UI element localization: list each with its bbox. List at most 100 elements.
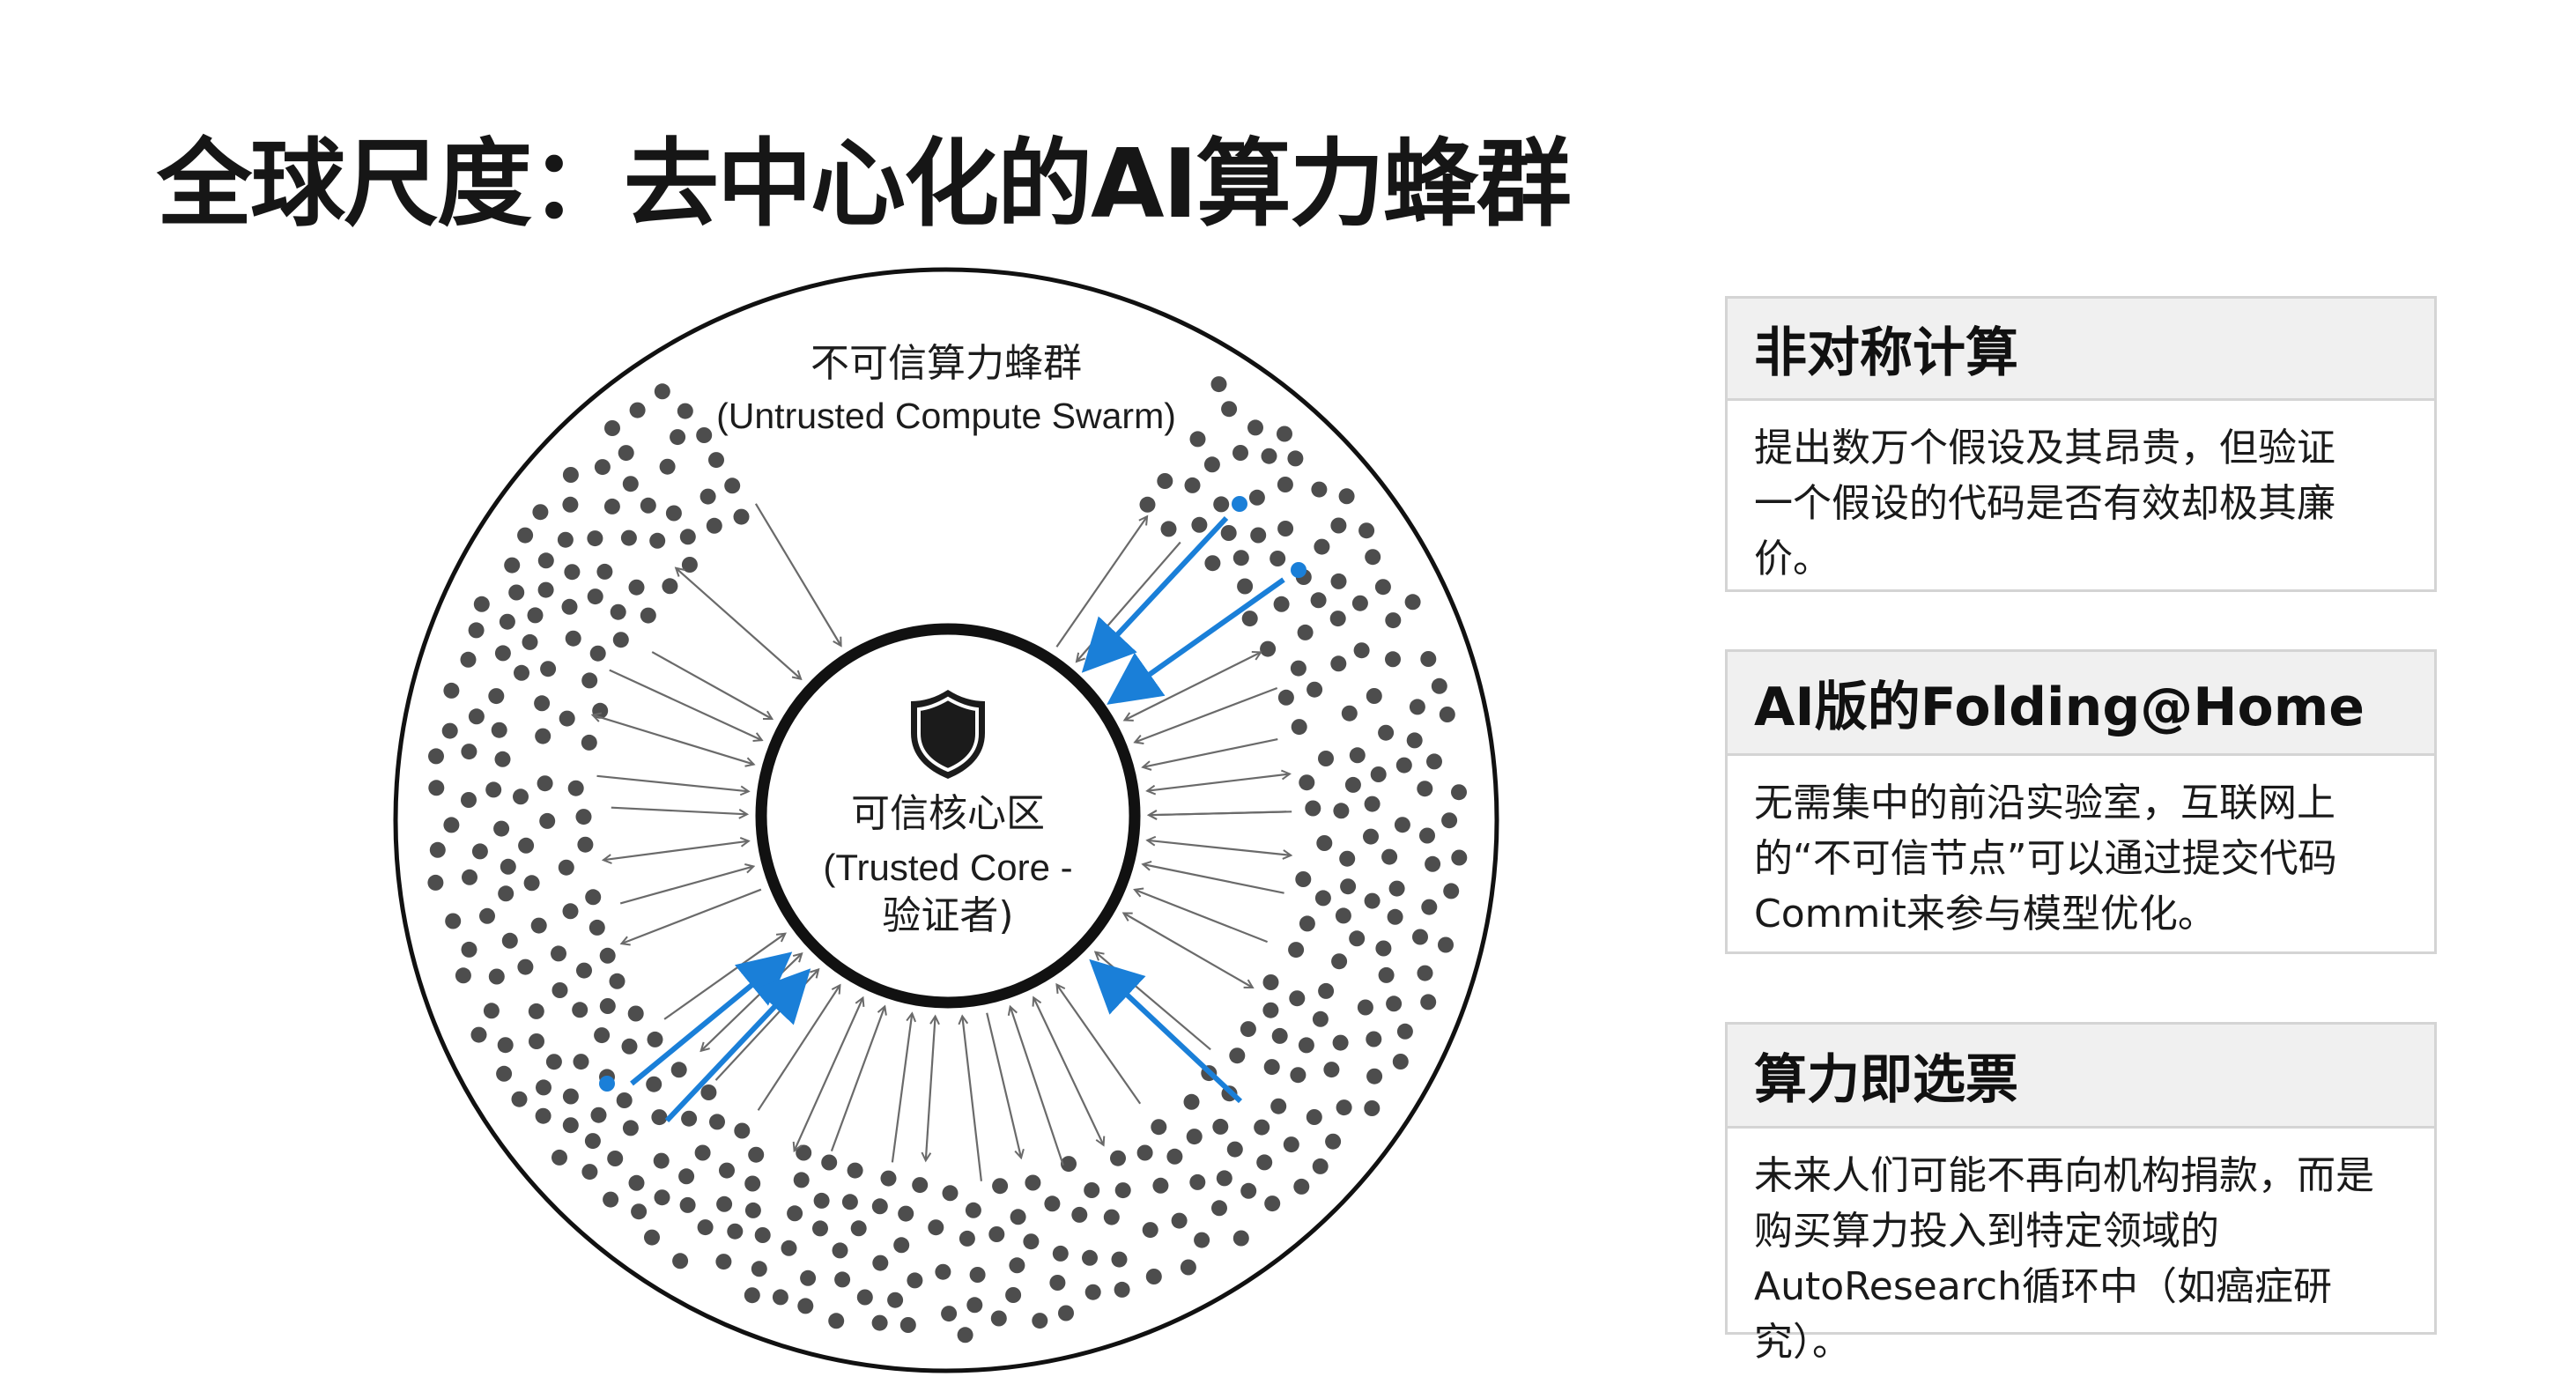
- swarm-node: [1151, 1119, 1167, 1136]
- swarm-node: [508, 584, 525, 601]
- swarm-node: [1183, 1093, 1200, 1110]
- swarm-node: [493, 820, 510, 837]
- swarm-node: [793, 1172, 810, 1188]
- swarm-node: [1431, 677, 1447, 694]
- swarm-node: [1366, 1068, 1383, 1084]
- swarm-node: [1381, 848, 1398, 865]
- swarm-node: [612, 632, 629, 648]
- swarm-node: [1262, 1002, 1279, 1018]
- swarm-node: [1451, 784, 1467, 801]
- swarm-node: [1335, 907, 1351, 924]
- swarm-node: [599, 998, 616, 1014]
- swarm-node: [1260, 640, 1277, 657]
- swarm-node: [564, 564, 581, 581]
- flow-arrow: [619, 866, 753, 905]
- swarm-node: [1114, 1281, 1130, 1298]
- swarm-node: [575, 809, 592, 825]
- swarm-node: [834, 1271, 851, 1288]
- swarm-node: [1145, 1269, 1162, 1284]
- swarm-node: [529, 1033, 544, 1049]
- swarm-node: [1378, 966, 1395, 983]
- swarm-node: [1295, 871, 1312, 887]
- swarm-node: [537, 581, 554, 598]
- swarm-label-zh: 不可信算力蜂群: [811, 341, 1082, 386]
- swarm-node: [1032, 1313, 1048, 1329]
- swarm-node: [589, 645, 606, 662]
- swarm-node: [647, 1031, 663, 1047]
- swarm-node: [1370, 766, 1387, 782]
- swarm-node: [1349, 747, 1366, 764]
- swarm-node: [1191, 516, 1208, 533]
- swarm-node: [1229, 1047, 1246, 1064]
- swarm-node: [1374, 579, 1391, 596]
- swarm-node: [1237, 578, 1254, 595]
- swarm-node: [610, 603, 626, 620]
- swarm-node: [1344, 776, 1361, 793]
- card-line: AutoResearch循环中（如癌症研究）。: [1754, 1264, 2332, 1365]
- swarm-node: [1385, 612, 1402, 629]
- swarm-node: [679, 1196, 696, 1213]
- card-compute-as-vote: 算力即选票 未来人们可能不再向机构捐款，而是 购买算力投入到特定领域的 Auto…: [1725, 1022, 2437, 1365]
- flow-arrow: [1125, 652, 1262, 720]
- swarm-node: [485, 781, 502, 798]
- swarm-node: [491, 722, 507, 738]
- swarm-node: [1353, 642, 1370, 659]
- swarm-node: [522, 633, 538, 650]
- swarm-node: [1180, 1259, 1196, 1276]
- swarm-node: [530, 917, 547, 934]
- swarm-node: [499, 613, 515, 630]
- swarm-node: [1203, 456, 1220, 473]
- swarm-node: [581, 672, 598, 689]
- swarm-node: [898, 1205, 914, 1222]
- swarm-node: [1082, 1249, 1098, 1266]
- flow-arrow: [926, 1017, 936, 1161]
- swarm-node: [1331, 953, 1348, 970]
- swarm-node: [1330, 517, 1347, 534]
- swarm-node: [627, 1005, 644, 1022]
- swarm-node: [1010, 1209, 1026, 1225]
- swarm-node: [1412, 929, 1428, 945]
- swarm-node: [596, 563, 613, 580]
- swarm-node: [468, 622, 485, 639]
- swarm-node: [654, 1189, 670, 1206]
- swarm-node: [621, 1038, 638, 1055]
- swarm-node: [1241, 611, 1258, 627]
- swarm-node: [588, 919, 605, 936]
- swarm-node: [1332, 1034, 1349, 1051]
- swarm-node: [1220, 525, 1237, 541]
- flow-arrow: [1123, 914, 1253, 988]
- swarm-node: [539, 812, 556, 829]
- card-line: 一个假设的代码是否有效却极其廉: [1754, 481, 2335, 526]
- swarm-node: [1299, 774, 1315, 791]
- swarm-node: [1419, 827, 1435, 844]
- swarm-node: [427, 874, 444, 891]
- swarm-node: [1248, 489, 1265, 506]
- swarm-node: [604, 420, 620, 436]
- flow-arrow: [1010, 1007, 1064, 1166]
- swarm-node: [1283, 1136, 1299, 1153]
- swarm-node: [1358, 522, 1375, 539]
- flow-arrow: [651, 651, 772, 719]
- swarm-node: [928, 1219, 944, 1236]
- flow-arrow: [757, 985, 840, 1111]
- swarm-node: [1323, 1062, 1340, 1078]
- swarm-node: [1005, 1287, 1022, 1303]
- swarm-node: [461, 941, 477, 958]
- highlight-node: [1232, 496, 1247, 512]
- flow-arrow: [1135, 890, 1269, 944]
- swarm-node: [628, 579, 645, 596]
- flow-arrow: [1135, 686, 1278, 743]
- swarm-node: [1061, 1156, 1077, 1173]
- swarm-node: [1290, 1067, 1307, 1084]
- swarm-node: [537, 552, 554, 569]
- highlight-node: [599, 1076, 615, 1092]
- swarm-node: [1310, 592, 1327, 609]
- swarm-node: [1340, 878, 1357, 895]
- swarm-node: [460, 651, 477, 668]
- swarm-node: [828, 1313, 845, 1329]
- swarm-node: [576, 962, 592, 979]
- card-line: 价。: [1754, 537, 1832, 581]
- swarm-node: [734, 1122, 751, 1139]
- swarm-node: [1290, 660, 1307, 677]
- swarm-node: [1052, 1245, 1069, 1262]
